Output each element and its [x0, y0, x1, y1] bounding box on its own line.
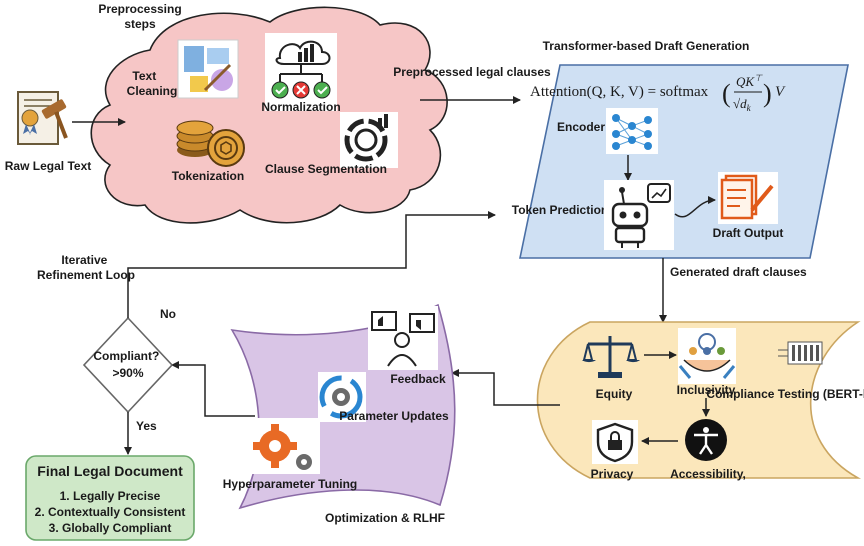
compliance-title: Compliance Testing (BERT-based) — [706, 387, 864, 401]
text-cleaning-line1: Text — [132, 69, 156, 83]
hyperparameter-tuning-label: Hyperparameter Tuning — [223, 477, 357, 491]
text-cleaning-line2: Cleaning — [127, 84, 178, 98]
inclusivity-icon — [678, 328, 736, 384]
decision-question: Compliant? — [93, 349, 159, 363]
generated-label: Generated draft clauses — [670, 265, 807, 279]
final-item-3: 3. Globally Compliant — [49, 521, 172, 535]
equity-scale-icon — [580, 330, 640, 384]
refinement-loop-line2: Refinement Loop — [37, 268, 135, 282]
normalization-icon — [265, 33, 337, 111]
hyperparameter-tuning-line1: Hyperparameter Tuning — [223, 477, 357, 491]
token-prediction-line1: Token Prediction — [512, 203, 608, 217]
compliant-decision-diamond — [82, 316, 174, 414]
arrow-token-to-draft — [674, 196, 716, 218]
yes-label: Yes — [136, 419, 157, 433]
accessibility-label: Accessibility, — [670, 467, 746, 481]
preprocessed-label: Preprocessed legal clauses — [393, 65, 551, 79]
formula-v: V — [775, 84, 786, 100]
final-document-title: Final Legal Document — [37, 463, 183, 479]
final-document-box — [25, 455, 195, 541]
generated-line1: Generated draft clauses — [670, 265, 807, 279]
feedback-icon — [368, 306, 438, 370]
parameter-updates-icon — [318, 372, 366, 422]
inclusivity-label: Inclusivity — [677, 383, 736, 397]
final-item-1: 1. Legally Precise — [60, 489, 161, 503]
no-label: No — [160, 307, 176, 321]
raw-legal-text-label: Raw Legal Text — [5, 159, 91, 173]
bert-model-icon — [778, 341, 823, 365]
normalization-label: Normalization — [261, 100, 340, 114]
parameter-updates-label: Parameter Updates — [339, 409, 449, 423]
privacy-shield-icon — [592, 420, 638, 464]
arrow-refinement-loop — [127, 211, 496, 318]
formula-open-paren: ( — [722, 79, 731, 108]
privacy-label: Privacy — [591, 467, 634, 481]
draft-output-label: Draft Output — [713, 226, 784, 240]
transformer-title: Transformer-based Draft Generation — [543, 39, 750, 53]
arrow-optimization-to-decision — [171, 361, 255, 417]
optimization-title: Optimization & RLHF — [325, 511, 445, 525]
draft-output-icon — [718, 172, 778, 224]
clause-segmentation-icon — [340, 112, 398, 168]
feedback-label: Feedback — [390, 372, 446, 386]
hyperparameter-gear-icon — [244, 418, 320, 474]
formula-close-paren: ) — [763, 79, 772, 108]
clause-segmentation-line1: Clause Segmentation — [265, 162, 387, 176]
text-cleaning-icon — [177, 39, 239, 99]
encoder-label: Encoder — [557, 120, 605, 134]
decision-text: Compliant? >90% — [93, 349, 162, 380]
clause-segmentation-label: Clause Segmentation — [265, 162, 387, 176]
raw-legal-text-icon — [17, 91, 68, 145]
decision-threshold: >90% — [112, 366, 143, 380]
equity-label: Equity — [596, 387, 633, 401]
parameter-updates-line1: Parameter Updates — [339, 409, 449, 423]
text-cleaning-label: Text Cleaning — [127, 69, 178, 98]
arrow-compliance-to-optimization — [451, 369, 560, 406]
encoder-network-icon — [606, 108, 658, 154]
token-prediction-label: Token Prediction — [512, 203, 608, 217]
final-item-2: 2. Contextually Consistent — [35, 505, 186, 519]
preprocessed-line1: Preprocessed legal clauses — [393, 65, 551, 79]
compliance-title-line1: Compliance Testing (BERT-based) — [706, 387, 864, 401]
robot-icon — [604, 180, 674, 250]
tokenization-icon — [176, 120, 245, 167]
tokenization-label: Tokenization — [172, 169, 244, 183]
refinement-loop-label: Iterative Refinement Loop — [37, 253, 135, 282]
formula-lhs: Attention(Q, K, V) = softmax — [530, 84, 709, 100]
refinement-loop-line1: Iterative — [61, 253, 107, 267]
accessibility-icon — [685, 419, 727, 461]
